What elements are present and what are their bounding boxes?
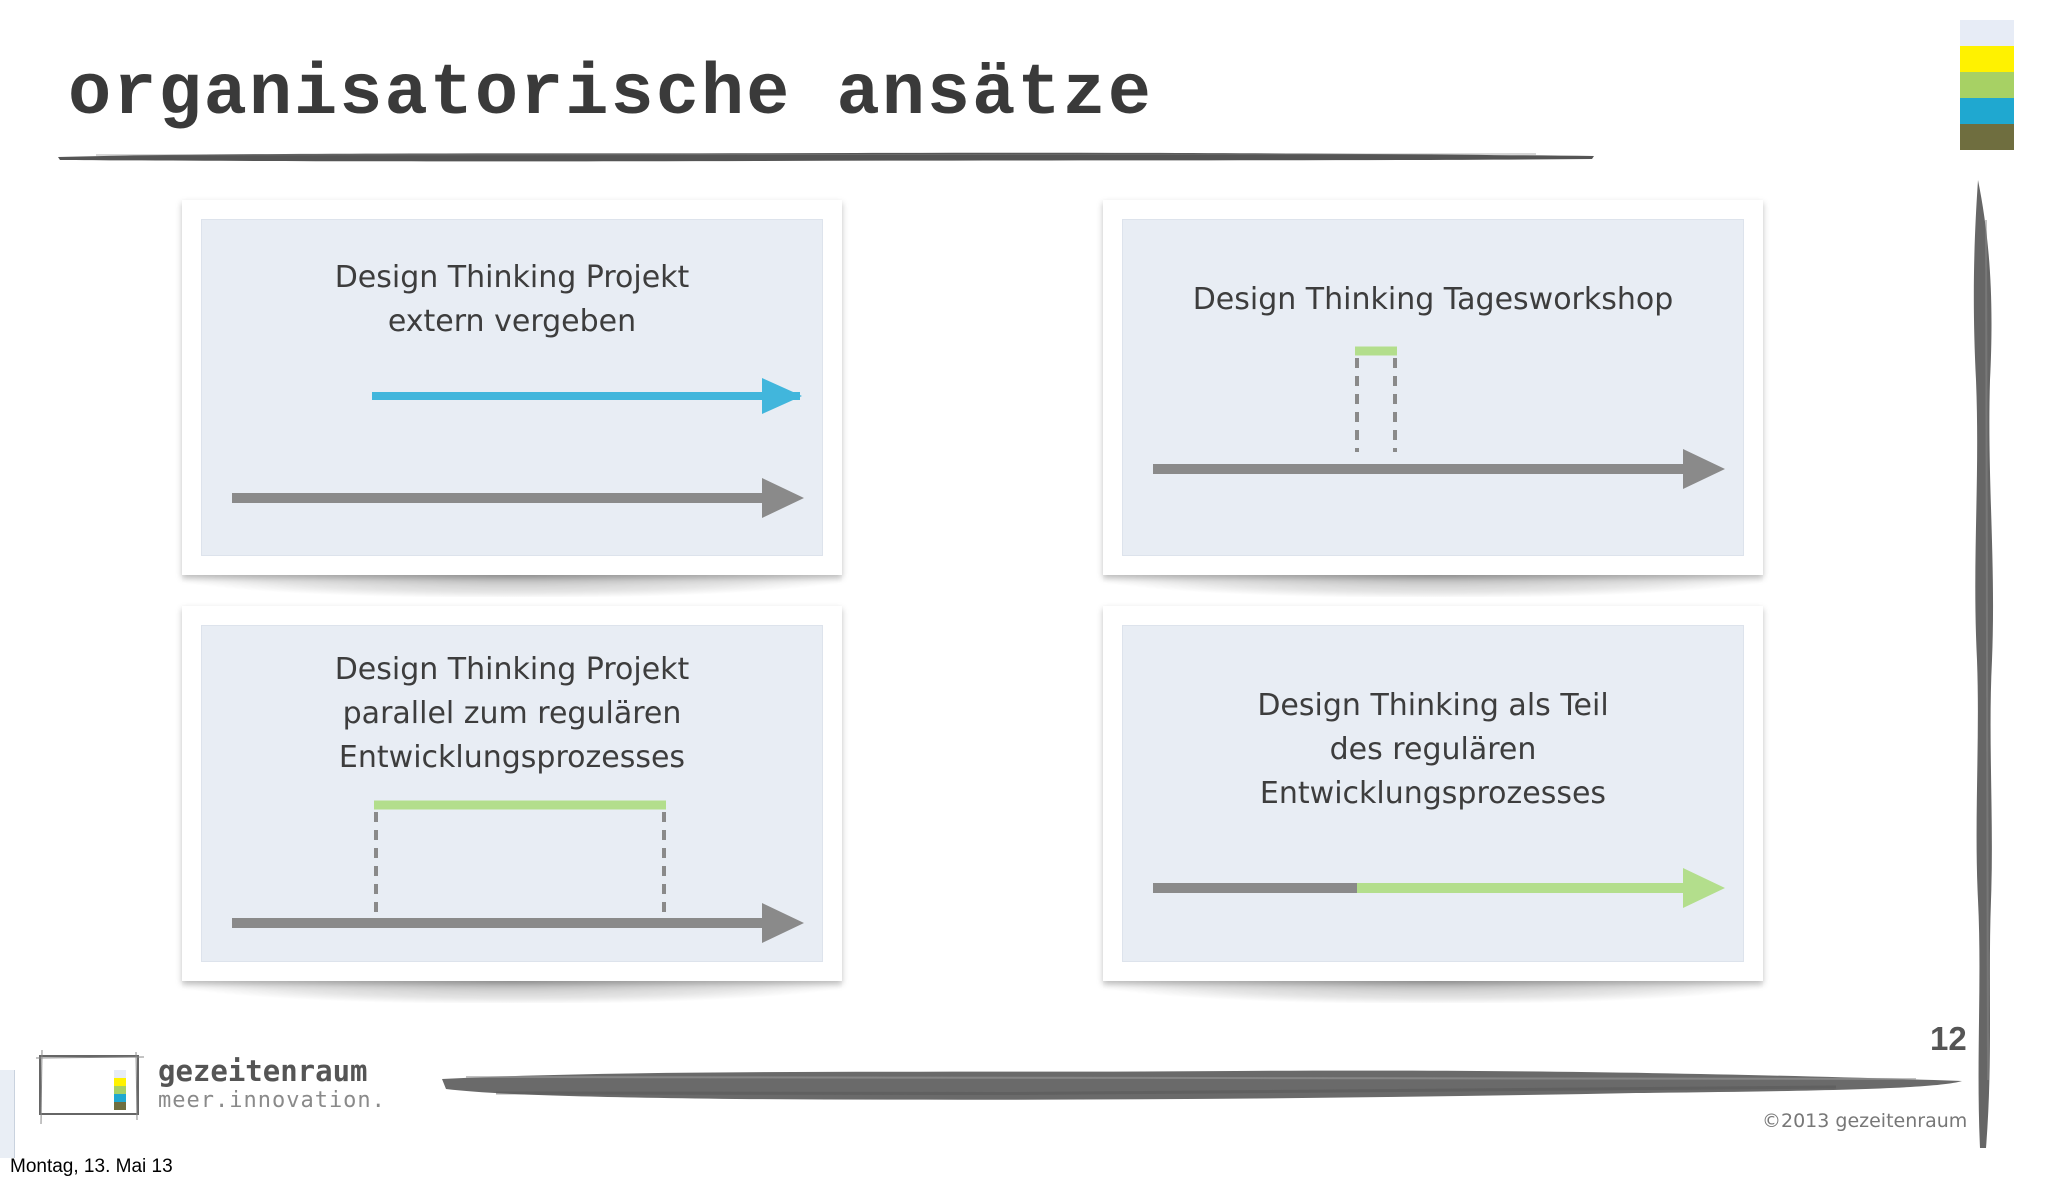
panel-2-shadow bbox=[1103, 575, 1763, 597]
footer-date: Montag, 13. Mai 13 bbox=[10, 1156, 173, 1177]
title-brush-underline bbox=[58, 152, 1594, 162]
panel-4-inner: Design Thinking als Teil des regulären E… bbox=[1122, 625, 1744, 962]
copyright: ©2013 gezeitenraum bbox=[1762, 1110, 1968, 1132]
gezeitenraum-logo-icon bbox=[35, 1049, 145, 1125]
panel-parallel: Design Thinking Projekt parallel zum reg… bbox=[182, 606, 842, 981]
panel-1-diagram bbox=[232, 378, 804, 518]
panel-2-diagram bbox=[1153, 346, 1725, 489]
brand-color-strip bbox=[1960, 20, 2014, 150]
bottom-brush-stroke bbox=[442, 1070, 1962, 1100]
vertical-brush-stroke bbox=[1973, 180, 1994, 1148]
panel-tagesworkshop: Design Thinking Tagesworkshop bbox=[1103, 200, 1763, 575]
panel-4-diagram bbox=[1153, 868, 1725, 908]
logo-tagline: meer.innovation. bbox=[158, 1088, 386, 1113]
panel-3-text: Design Thinking Projekt parallel zum reg… bbox=[334, 652, 690, 775]
panel-teil-des-prozesses: Design Thinking als Teil des regulären E… bbox=[1103, 606, 1763, 981]
logo-name: gezeitenraum bbox=[158, 1054, 368, 1088]
page-number: 12 bbox=[1930, 1020, 1967, 1057]
panel-4-text: Design Thinking als Teil des regulären E… bbox=[1257, 688, 1609, 811]
strip-yellow bbox=[1960, 46, 2014, 72]
panel-1-inner: Design Thinking Projekt extern vergeben bbox=[201, 219, 823, 556]
panel-4-shadow bbox=[1103, 981, 1763, 1003]
panel-3-diagram bbox=[232, 800, 804, 943]
panel-1-shadow bbox=[182, 575, 842, 597]
strip-lightblue bbox=[1960, 20, 2014, 46]
panel-2-inner: Design Thinking Tagesworkshop bbox=[1122, 219, 1744, 556]
panel-2-text: Design Thinking Tagesworkshop bbox=[1192, 282, 1674, 317]
slide-title: organisatorische ansätze bbox=[68, 53, 1153, 135]
window-edge bbox=[0, 1070, 15, 1158]
panel-1-text: Design Thinking Projekt extern vergeben bbox=[334, 260, 690, 339]
strip-blue bbox=[1960, 98, 2014, 124]
strip-green bbox=[1960, 72, 2014, 98]
panel-extern-vergeben: Design Thinking Projekt extern vergeben bbox=[182, 200, 842, 575]
strip-olive bbox=[1960, 124, 2014, 150]
panel-3-shadow bbox=[182, 981, 842, 1003]
panel-3-inner: Design Thinking Projekt parallel zum reg… bbox=[201, 625, 823, 962]
